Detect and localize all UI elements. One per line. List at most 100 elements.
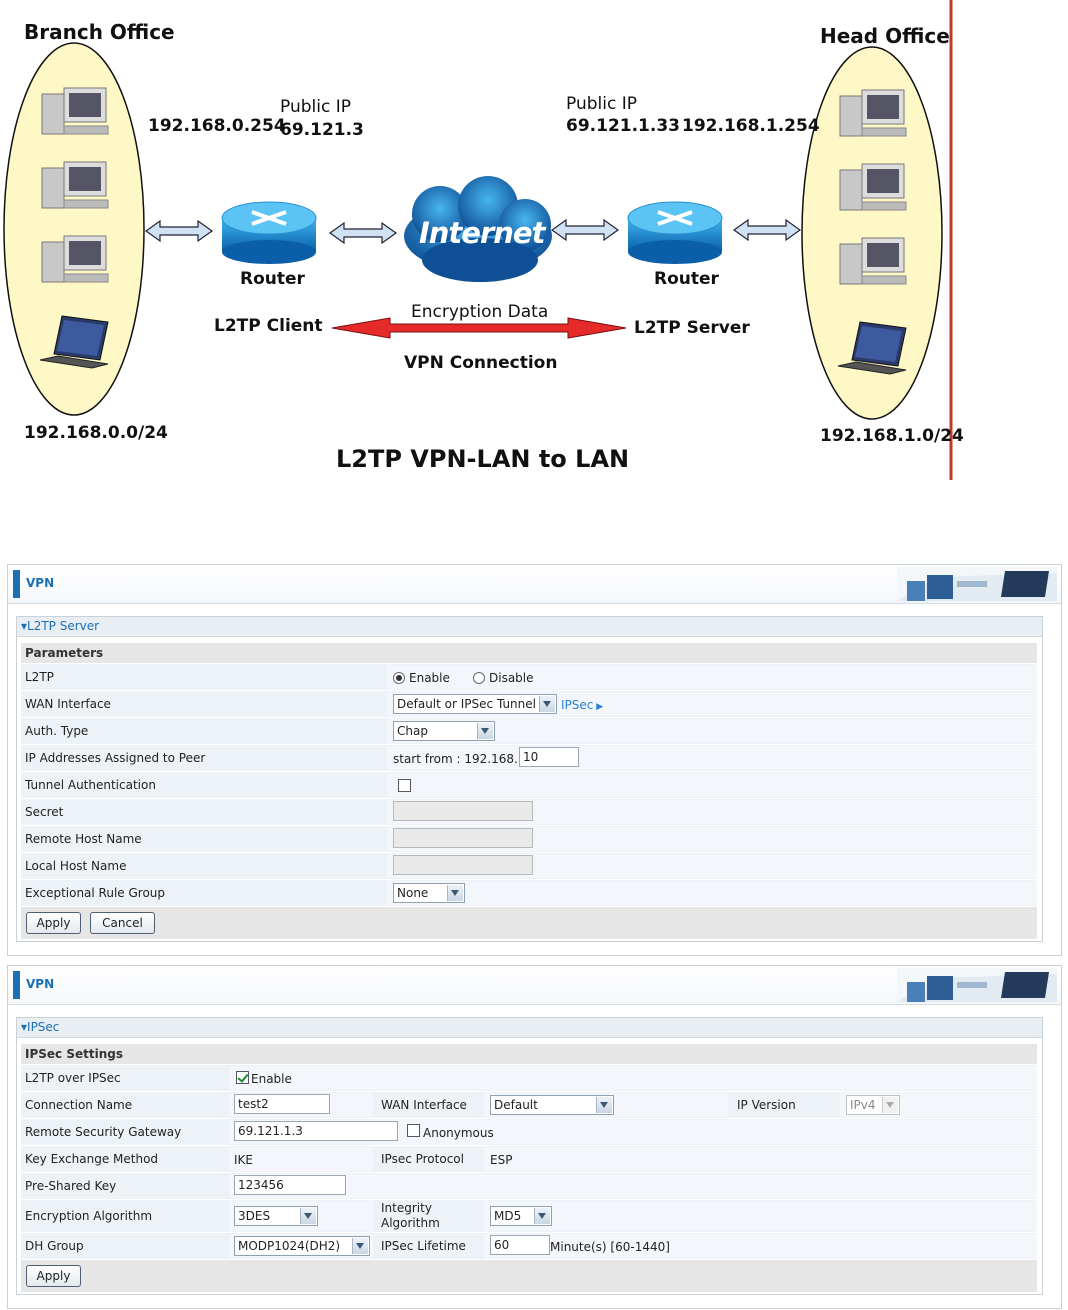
ipsec-settings-header: IPSec Settings [21, 1044, 1037, 1064]
value-cell [387, 854, 1037, 878]
pre-shared-key-input[interactable]: 123456 [234, 1175, 346, 1195]
dh-group-value: MODP1024(DH2) [238, 1239, 341, 1253]
collapse-triangle-icon: ▾ [21, 619, 28, 633]
value-cell: IKE [229, 1147, 373, 1171]
router-icon [221, 201, 317, 264]
left-lan-ip: 192.168.0.254 [148, 116, 286, 136]
ipsec-lifetime-label: IPSec Lifetime [381, 1239, 466, 1253]
apply-button[interactable]: Apply [26, 912, 81, 934]
value-cell: MD5 [484, 1201, 1037, 1231]
cancel-button[interactable]: Cancel [90, 912, 155, 934]
ipsec-lifetime-input[interactable]: 60 [490, 1235, 550, 1255]
ip-version-select[interactable]: IPv4 [846, 1095, 900, 1115]
tunnel-auth-checkbox[interactable] [398, 779, 411, 792]
ipsec-protocol-value: ESP [490, 1153, 513, 1167]
apply-button[interactable]: Apply [26, 1265, 81, 1287]
chevron-down-icon [596, 1097, 612, 1113]
head-lan-ellipse [801, 46, 943, 420]
value-cell: IPv4 [840, 1093, 1037, 1117]
ip-start-input[interactable]: 10 [519, 747, 579, 767]
subsection-header[interactable]: ▾IPSec [17, 1018, 1042, 1038]
head-office-label: Head Office [820, 24, 950, 48]
wan-interface-select[interactable]: Default [490, 1095, 614, 1115]
value-cell: 123456 [229, 1174, 1037, 1198]
row-l2tp: L2TP Enable Disable [21, 664, 1037, 691]
encryption-data-label: Encryption Data [411, 302, 549, 322]
encryption-select[interactable]: 3DES [234, 1206, 318, 1226]
integrity-label-line1: Integrity [381, 1201, 432, 1215]
local-host-label: Local Host Name [25, 859, 127, 873]
vpn-ipsec-panel: VPN ▾IPSec IPSec Settings L2TP over IPSe… [7, 965, 1062, 1309]
remote-gateway-input[interactable]: 69.121.1.3 [234, 1121, 398, 1141]
row-remote-gateway: Remote Security Gateway 69.121.1.3 Anony… [21, 1119, 1037, 1146]
diagram-title: L2TP VPN-LAN to LAN [336, 445, 630, 473]
l2tp-disable-label: Disable [489, 671, 534, 685]
integrity-value: MD5 [494, 1209, 522, 1223]
pc-icon [839, 237, 907, 285]
double-arrow-icon [550, 218, 620, 242]
secret-input[interactable] [393, 801, 533, 821]
remote-gateway-label: Remote Security Gateway [25, 1125, 182, 1139]
chevron-down-icon [352, 1238, 368, 1254]
double-arrow-icon [144, 219, 214, 243]
section-title: Parameters [25, 646, 104, 660]
connection-name-label: Connection Name [25, 1098, 133, 1112]
subsection-header[interactable]: ▾L2TP Server [17, 617, 1042, 637]
row-local-host: Local Host Name [21, 853, 1037, 880]
ipsec-section: ▾IPSec IPSec Settings L2TP over IPSec En… [16, 1017, 1043, 1295]
row-remote-host: Remote Host Name [21, 826, 1037, 853]
row-ip-assigned: IP Addresses Assigned to Peer start from… [21, 745, 1037, 772]
value-cell: test2 [229, 1093, 373, 1117]
secret-label: Secret [25, 805, 64, 819]
router-right-label: Router [654, 269, 719, 289]
row-dh-group: DH Group MODP1024(DH2) IPSec Lifetime 60… [21, 1233, 1037, 1260]
anonymous-checkbox[interactable] [407, 1124, 420, 1137]
l2tp-over-ipsec-checkbox[interactable] [236, 1071, 249, 1084]
ip-assigned-label: IP Addresses Assigned to Peer [25, 751, 206, 765]
local-host-input[interactable] [393, 855, 533, 875]
dh-group-select[interactable]: MODP1024(DH2) [234, 1236, 370, 1256]
left-public-ip: 69.121.3 [280, 120, 364, 140]
l2tp-enable-radio[interactable] [393, 672, 405, 684]
value-cell: Enable [229, 1066, 1037, 1090]
chevron-down-icon [477, 723, 493, 739]
value-cell [387, 773, 1037, 797]
integrity-select[interactable]: MD5 [490, 1206, 552, 1226]
value-cell: Enable Disable [387, 665, 1037, 689]
internet-cloud-icon [404, 176, 552, 282]
ip-prefix-text: start from : 192.168.1. [393, 752, 530, 766]
right-public-ip-label: Public IP [566, 94, 637, 114]
connection-name-input[interactable]: test2 [234, 1094, 330, 1114]
value-cell: Chap [387, 719, 1037, 743]
chevron-down-icon [539, 696, 555, 712]
auth-type-select[interactable]: Chap [393, 721, 495, 741]
branch-lan-ellipse [3, 42, 145, 416]
rule-group-select[interactable]: None [393, 883, 465, 903]
l2tp-disable-radio[interactable] [473, 672, 485, 684]
row-auth-type: Auth. Type Chap [21, 718, 1037, 745]
value-cell: Default [484, 1093, 728, 1117]
l2tp-over-ipsec-enable-label: Enable [251, 1072, 292, 1086]
vpn-l2tp-panel: VPN ▾L2TP Server Parameters L2TP Enable … [7, 564, 1062, 956]
pc-icon [41, 87, 109, 135]
row-secret: Secret [21, 799, 1037, 826]
rule-group-value: None [397, 886, 429, 900]
panel-title: VPN [26, 576, 55, 590]
vpn-connection-label: VPN Connection [404, 353, 558, 373]
remote-host-input[interactable] [393, 828, 533, 848]
wan-interface-select[interactable]: Default or IPSec Tunnel [393, 694, 557, 714]
row-l2tp-over-ipsec: L2TP over IPSec Enable [21, 1065, 1037, 1092]
wan-interface-value: Default or IPSec Tunnel [397, 697, 536, 711]
l2tp-over-ipsec-label: L2TP over IPSec [25, 1071, 121, 1085]
button-bar: Apply [21, 1260, 1037, 1292]
value-cell [387, 800, 1037, 824]
ipsec-link[interactable]: IPSec ▶ [561, 698, 603, 712]
wan-interface-label: WAN Interface [25, 697, 111, 711]
l2tp-server-section: ▾L2TP Server Parameters L2TP Enable Disa… [16, 616, 1043, 942]
left-subnet-label: 192.168.0.0/24 [24, 423, 168, 443]
chevron-down-icon [447, 885, 463, 901]
ip-version-value: IPv4 [850, 1098, 876, 1112]
chevron-down-icon [534, 1208, 550, 1224]
l2tp-enable-label: Enable [409, 671, 450, 685]
